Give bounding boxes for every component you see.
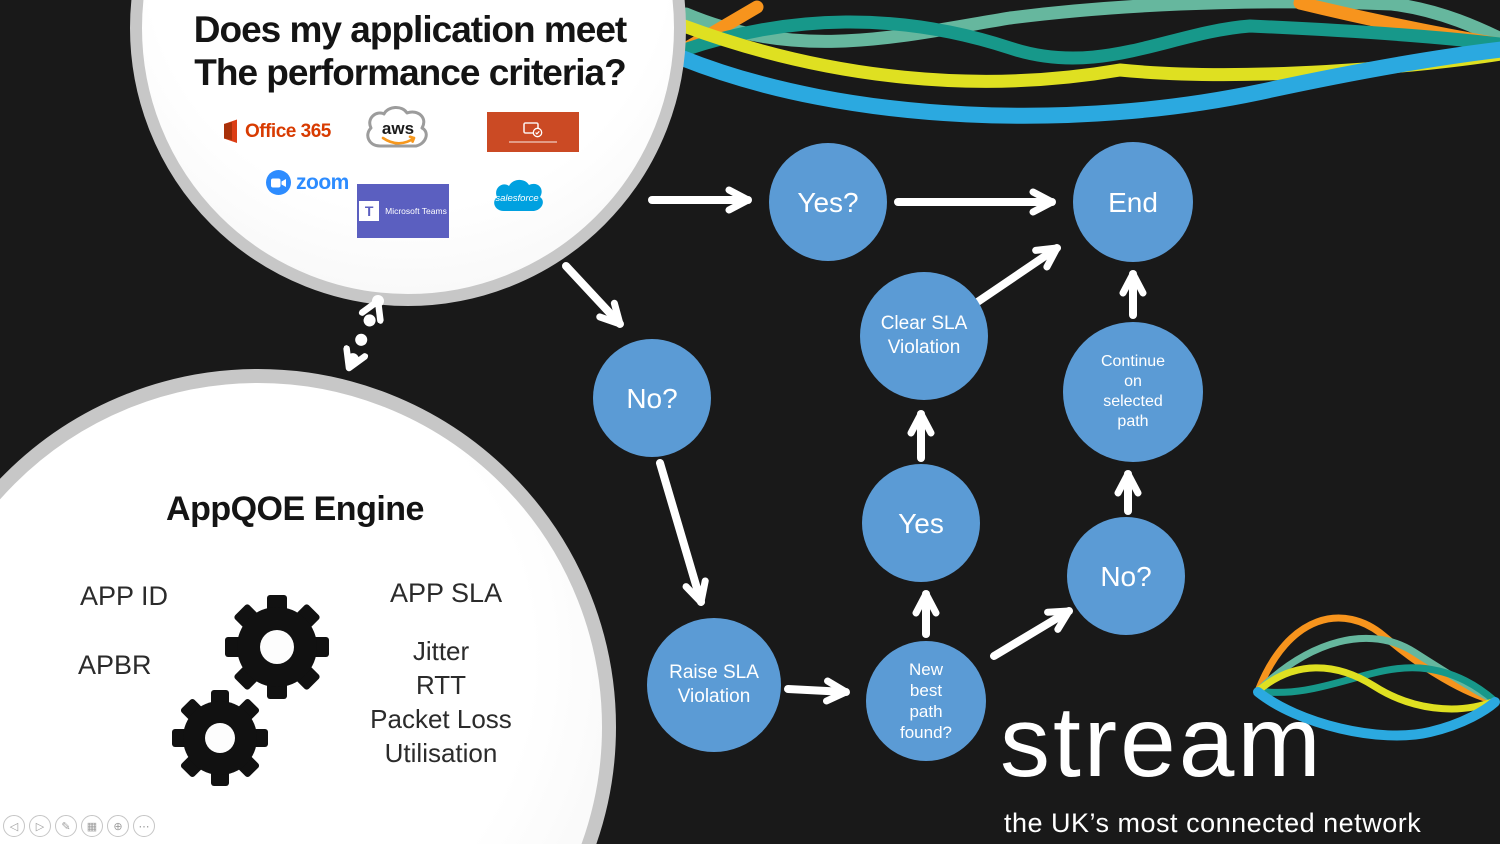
bidirectional-dotted-connector	[343, 295, 384, 374]
salesforce-label: salesforce	[495, 193, 538, 204]
flow-node-raise-sla: Raise SLA Violation	[647, 618, 781, 752]
engine-metrics-list: Jitter RTT Packet Loss Utilisation	[370, 636, 512, 768]
zoom-camera-icon	[266, 170, 291, 195]
engine-input-apbr: APBR	[78, 650, 152, 680]
more-options-icon[interactable]: ⋯	[133, 815, 155, 837]
flow-node-end: End	[1073, 142, 1193, 262]
engine-title: AppQOE Engine	[166, 490, 424, 528]
salesforce-logo: salesforce	[494, 179, 543, 211]
previous-slide-icon[interactable]: ◁	[3, 815, 25, 837]
aws-logo: aws	[366, 106, 428, 148]
stream-wordmark: stream	[1000, 686, 1324, 798]
office-365-logo: Office 365	[220, 118, 331, 145]
flow-node-continue-path: Continue on selected path	[1063, 322, 1203, 462]
flow-node-yes-new-path: Yes	[862, 464, 980, 582]
gears-icon	[172, 595, 329, 786]
flow-node-clear-sla: Clear SLA Violation	[860, 272, 988, 400]
office-365-label: Office 365	[245, 120, 331, 142]
question-title-line1: Does my application meet	[193, 9, 627, 50]
slideshow-controls: ◁ ▷ ✎ ▦ ⊕ ⋯	[3, 815, 155, 837]
stream-tagline: the UK’s most connected network	[1004, 808, 1422, 838]
teams-label: Microsoft Teams	[385, 206, 447, 216]
stream-wave-logo	[1253, 614, 1500, 741]
question-title: Does my application meet The performance…	[155, 8, 665, 95]
question-title-line2: The performance criteria?	[194, 52, 626, 94]
engine-app-sla-label: APP SLA	[390, 578, 503, 608]
zoom-logo: zoom	[266, 170, 349, 195]
teams-logo: T Microsoft Teams	[357, 184, 449, 238]
engine-input-app-id: APP ID	[80, 581, 169, 611]
salesforce-cloud-icon	[494, 179, 543, 211]
flow-node-new-best-path: New best path found?	[866, 641, 986, 761]
teams-icon: T	[359, 201, 380, 221]
tile-caption-placeholder	[509, 140, 557, 143]
pen-icon[interactable]: ✎	[55, 815, 77, 837]
all-slides-icon[interactable]: ▦	[81, 815, 103, 837]
aws-label: aws	[382, 119, 414, 138]
zoom-label: zoom	[296, 170, 349, 194]
flow-node-no-new-path: No?	[1067, 517, 1185, 635]
office-365-icon	[224, 119, 237, 143]
monitor-check-icon	[523, 121, 543, 137]
question-bubble: Does my application meet The performance…	[130, 0, 686, 306]
next-slide-icon[interactable]: ▷	[29, 815, 51, 837]
engine-bubble: AppQOE Engine APP ID APBR APP SLA Jitter…	[0, 369, 616, 844]
flow-node-yes-main: Yes?	[769, 143, 887, 261]
flow-node-no-main: No?	[593, 339, 711, 457]
unknown-app-tile	[487, 112, 579, 152]
zoom-slide-icon[interactable]: ⊕	[107, 815, 129, 837]
